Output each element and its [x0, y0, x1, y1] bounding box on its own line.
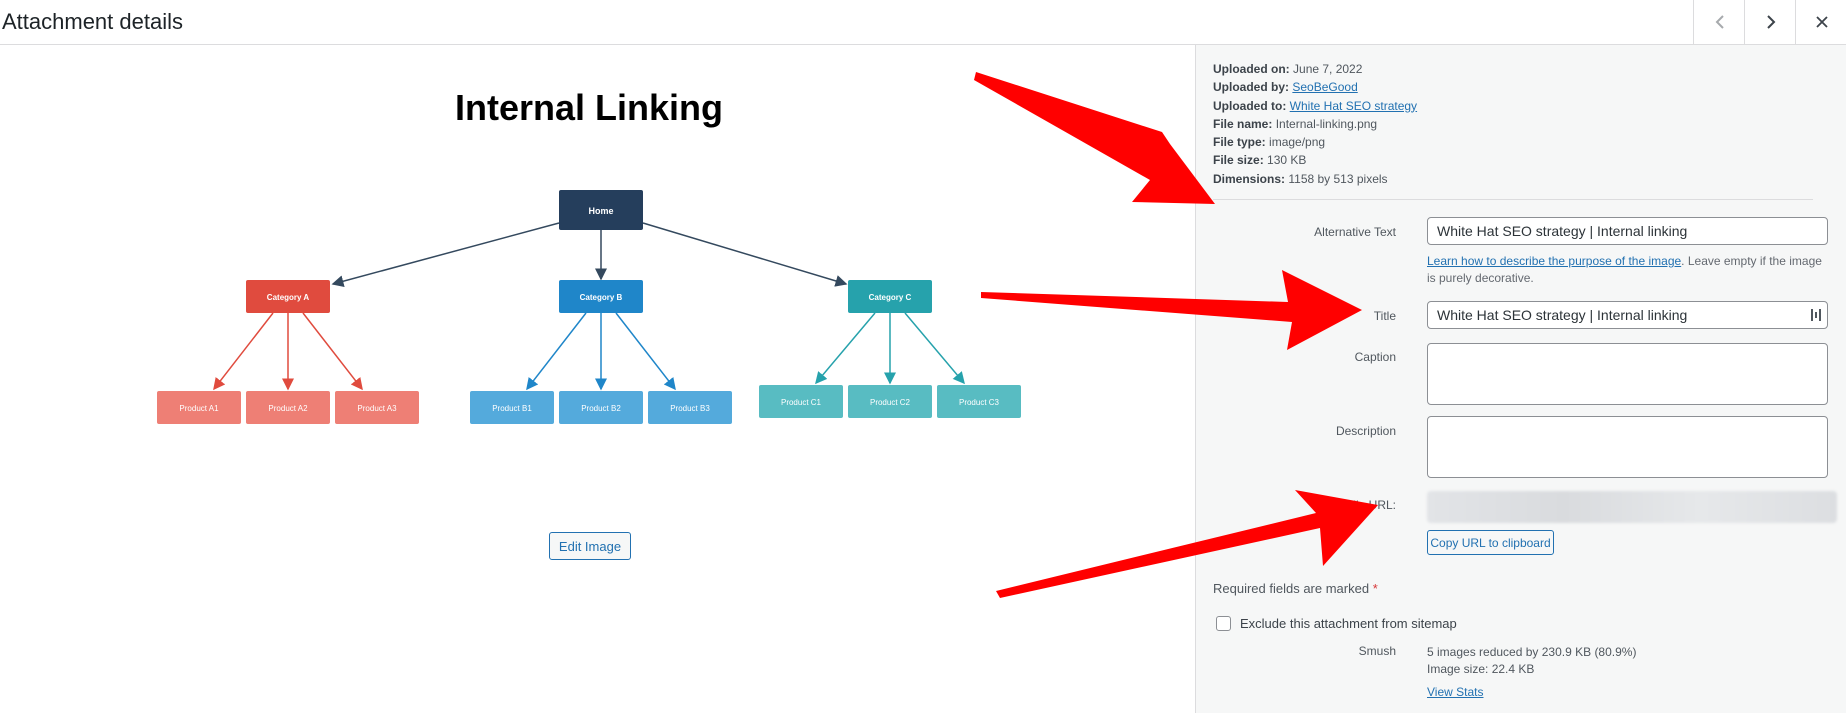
node-product-a1-label: Product A1 [179, 404, 219, 413]
meta-label: File size: [1213, 153, 1264, 168]
node-product-b3-label: Product B3 [670, 404, 710, 413]
smush-reduction: 5 images reduced by 230.9 KB (80.9%) [1427, 645, 1637, 659]
close-icon [1815, 16, 1828, 28]
alt-text-input[interactable]: White Hat SEO strategy | Internal linkin… [1427, 217, 1828, 245]
divider [1213, 199, 1813, 200]
node-product-c1-label: Product C1 [781, 398, 822, 407]
node-category-b-label: Category B [580, 293, 623, 302]
view-stats-link[interactable]: View Stats [1427, 685, 1484, 699]
chevron-left-icon [1715, 15, 1724, 29]
node-product-c2-label: Product C2 [870, 398, 911, 407]
previous-button[interactable] [1693, 0, 1745, 44]
smush-label: Smush [1358, 644, 1396, 658]
file-meta: Uploaded on: June 7, 2022 Uploaded by: S… [1213, 60, 1417, 188]
edge-c-c3 [904, 312, 965, 385]
meta-label: Uploaded to: [1213, 98, 1287, 113]
edge-b-b3 [615, 312, 676, 391]
node-product-c2 [848, 385, 932, 418]
node-product-c3-label: Product C3 [959, 398, 1000, 407]
alt-text-help-link[interactable]: Learn how to describe the purpose of the… [1427, 254, 1682, 268]
attachment-image: Internal Linking Home Category A Categor… [157, 87, 1021, 424]
node-product-b3 [648, 391, 732, 424]
meta-value: 1158 by 513 pixels [1288, 171, 1388, 186]
edge-b-b1 [526, 312, 587, 391]
required-note: Required fields are marked * [1213, 581, 1378, 596]
description-label: Description [1335, 424, 1396, 438]
attachment-preview: Internal Linking Home Category A Categor… [0, 45, 1195, 713]
uploaded-to-link[interactable]: White Hat SEO strategy [1289, 98, 1418, 113]
edge-home-c [642, 222, 848, 287]
node-product-b1 [470, 391, 554, 424]
node-category-a-label: Category A [267, 293, 310, 302]
alt-text-help-text: . Leave empty if the image is purely dec… [1427, 254, 1822, 285]
meta-file-size: File size: 130 KB [1213, 151, 1417, 169]
node-category-a [246, 280, 330, 313]
node-product-a3 [335, 391, 419, 424]
node-category-c [848, 280, 932, 313]
file-url-label: File URL: [1345, 498, 1396, 512]
smush-stats: 5 images reduced by 230.9 KB (80.9%) Ima… [1427, 644, 1636, 678]
node-product-c3 [937, 385, 1021, 418]
meta-label: File type: [1213, 135, 1266, 150]
title-label: Title [1373, 309, 1396, 323]
edit-image-button[interactable]: Edit Image [549, 532, 631, 560]
meta-value: image/png [1269, 135, 1326, 150]
meta-label: File name: [1213, 116, 1273, 131]
meta-value: Internal-linking.png [1275, 116, 1378, 131]
node-home [559, 190, 643, 230]
modal-title: Attachment details [2, 9, 183, 34]
node-product-b1-label: Product B1 [492, 404, 532, 413]
edge-a-a3 [302, 312, 363, 391]
meta-value: June 7, 2022 [1293, 62, 1363, 76]
meta-label: Dimensions: [1213, 171, 1286, 186]
modal-header: Attachment details [0, 0, 1846, 45]
exclude-sitemap-label[interactable]: Exclude this attachment from sitemap [1240, 616, 1457, 631]
close-button[interactable] [1795, 0, 1846, 44]
alt-text-label: Alternative Text [1314, 225, 1396, 239]
attachment-info-panel: Uploaded on: June 7, 2022 Uploaded by: S… [1195, 45, 1846, 713]
meta-label: Uploaded on: [1213, 62, 1290, 76]
meta-label: Uploaded by: [1213, 80, 1290, 95]
smush-image-size: Image size: 22.4 KB [1427, 662, 1535, 676]
meta-file-type: File type: image/png [1213, 133, 1417, 151]
node-product-c1 [759, 385, 843, 418]
edge-a-a1 [213, 312, 274, 391]
meta-uploaded-on: Uploaded on: June 7, 2022 [1213, 60, 1417, 78]
copy-url-button[interactable]: Copy URL to clipboard [1427, 530, 1554, 555]
required-text: Required fields are marked [1213, 581, 1373, 596]
chevron-right-icon [1766, 15, 1775, 29]
alt-text-help: Learn how to describe the purpose of the… [1427, 253, 1832, 287]
node-product-b2 [559, 391, 643, 424]
node-category-b [559, 280, 643, 313]
node-home-label: Home [588, 206, 613, 216]
meta-uploaded-by: Uploaded by: SeoBeGood [1213, 78, 1417, 96]
required-star: * [1372, 581, 1378, 596]
exclude-sitemap-checkbox[interactable] [1216, 616, 1231, 631]
node-product-a3-label: Product A3 [357, 404, 397, 413]
description-textarea[interactable] [1427, 416, 1828, 478]
caption-label: Caption [1354, 350, 1396, 364]
node-category-c-label: Category C [869, 293, 912, 302]
next-button[interactable] [1744, 0, 1796, 44]
node-product-a2 [246, 391, 330, 424]
file-url-input[interactable] [1427, 491, 1837, 523]
title-input[interactable]: White Hat SEO strategy | Internal linkin… [1427, 301, 1828, 329]
password-manager-icon[interactable] [1810, 307, 1822, 326]
meta-file-name: File name: Internal-linking.png [1213, 115, 1417, 133]
meta-value: 130 KB [1267, 153, 1307, 168]
meta-dimensions: Dimensions: 1158 by 513 pixels [1213, 170, 1417, 188]
node-product-b2-label: Product B2 [581, 404, 621, 413]
diagram-title: Internal Linking [455, 87, 723, 128]
node-product-a2-label: Product A2 [268, 404, 308, 413]
meta-uploaded-to: Uploaded to: White Hat SEO strategy [1213, 97, 1417, 115]
edge-home-a [331, 222, 560, 288]
caption-textarea[interactable] [1427, 343, 1828, 405]
edge-c-c1 [815, 312, 876, 385]
node-product-a1 [157, 391, 241, 424]
uploader-link[interactable]: SeoBeGood [1292, 80, 1358, 95]
